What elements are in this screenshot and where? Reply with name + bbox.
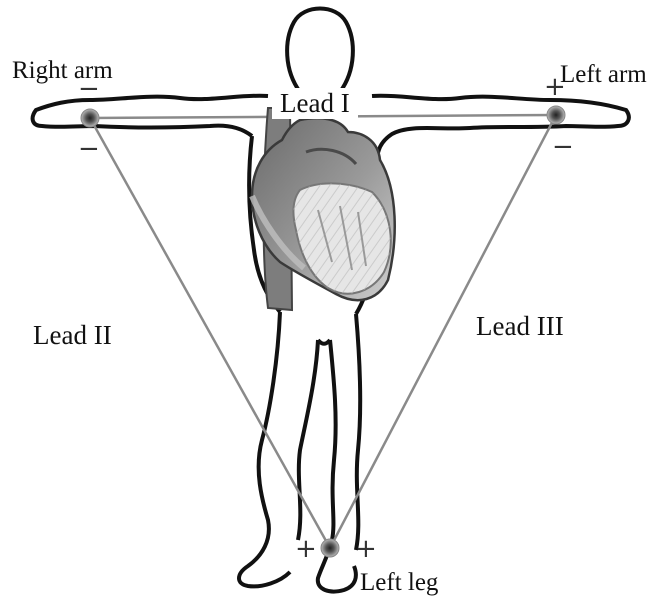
head-outline [287, 9, 353, 93]
left-arm-polarity-bottom: − [552, 134, 574, 160]
left-leg-label: Left leg [360, 570, 438, 595]
lead-ii-label: Lead II [33, 322, 112, 349]
left-arm-outline [372, 96, 629, 162]
heart-illustration [252, 108, 395, 310]
right-arm-electrode [81, 109, 99, 127]
lead-i-label: Lead I [272, 88, 358, 119]
left-leg-polarity-left: + [295, 536, 317, 562]
lead-iii-label: Lead III [476, 313, 564, 340]
right-arm-polarity-bottom: − [78, 136, 100, 162]
left-leg-electrode [321, 539, 339, 557]
left-arm-electrode [547, 106, 565, 124]
left-arm-label: Left arm [560, 62, 647, 87]
left-leg-polarity-right: + [355, 536, 377, 562]
right-arm-label: Right arm [12, 58, 113, 83]
right-leg-outline [239, 312, 290, 586]
